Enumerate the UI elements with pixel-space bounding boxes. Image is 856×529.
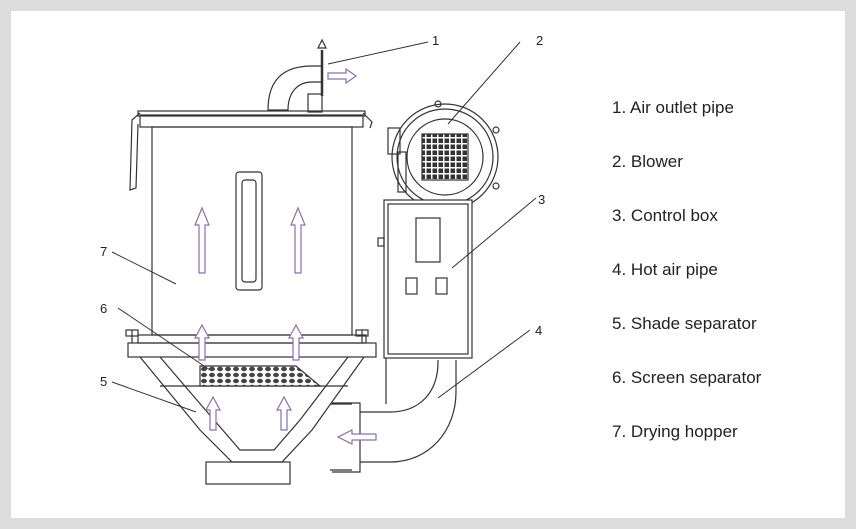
legend-item-shade-separator: 5. Shade separator bbox=[612, 306, 842, 360]
callout-1: 1 bbox=[432, 33, 439, 48]
legend: 1. Air outlet pipe 2. Blower 3. Control … bbox=[612, 90, 842, 468]
legend-number: 4. bbox=[612, 260, 627, 279]
legend-label: Screen separator bbox=[630, 368, 762, 387]
air-outlet-pipe bbox=[267, 38, 327, 113]
leader-line-5 bbox=[111, 381, 197, 413]
legend-item-air-outlet-pipe: 1. Air outlet pipe bbox=[612, 90, 842, 144]
callout-7: 7 bbox=[100, 244, 107, 259]
legend-number: 7. bbox=[612, 422, 627, 441]
callout-5: 5 bbox=[100, 374, 107, 389]
legend-label: Control box bbox=[630, 206, 718, 225]
drying-hopper bbox=[125, 110, 377, 358]
leader-line-2 bbox=[447, 41, 521, 125]
leader-line-4 bbox=[437, 329, 531, 399]
callout-3: 3 bbox=[538, 192, 545, 207]
callout-6: 6 bbox=[100, 301, 107, 316]
legend-item-drying-hopper: 7. Drying hopper bbox=[612, 414, 842, 468]
leader-line-3 bbox=[451, 197, 537, 269]
legend-number: 6. bbox=[612, 368, 627, 387]
legend-item-blower: 2. Blower bbox=[612, 144, 842, 198]
cone-flow-arrow-low-left bbox=[204, 395, 222, 431]
legend-label: Air outlet pipe bbox=[629, 98, 734, 117]
leader-line-1 bbox=[327, 41, 429, 65]
legend-label: Blower bbox=[630, 152, 683, 171]
legend-label: Hot air pipe bbox=[630, 260, 718, 279]
blower-fan-grille bbox=[421, 133, 469, 181]
leader-line-6 bbox=[117, 307, 211, 371]
cone-flow-arrow-low-right bbox=[275, 395, 293, 431]
legend-item-screen-separator: 6. Screen separator bbox=[612, 360, 842, 414]
hopper-flow-arrow-left bbox=[194, 206, 210, 274]
callout-2: 2 bbox=[536, 33, 543, 48]
legend-item-hot-air-pipe: 4. Hot air pipe bbox=[612, 252, 842, 306]
legend-number: 2. bbox=[612, 152, 627, 171]
legend-number: 1. bbox=[612, 98, 627, 117]
leader-line-7 bbox=[111, 251, 177, 285]
hot-air-pipe bbox=[330, 360, 457, 473]
control-box bbox=[377, 199, 473, 404]
hopper-flow-arrow-right bbox=[290, 206, 306, 274]
legend-item-control-box: 3. Control box bbox=[612, 198, 842, 252]
outlet-flow-arrow bbox=[327, 67, 358, 85]
screen-separator bbox=[199, 365, 322, 387]
callout-4: 4 bbox=[535, 323, 542, 338]
cone-flow-arrow-up-left bbox=[193, 323, 211, 361]
cone-flow-arrow-up-right bbox=[287, 323, 305, 361]
legend-label: Drying hopper bbox=[630, 422, 738, 441]
legend-number: 3. bbox=[612, 206, 627, 225]
hot-air-flow-arrow bbox=[336, 429, 377, 445]
legend-number: 5. bbox=[612, 314, 627, 333]
legend-label: Shade separator bbox=[630, 314, 757, 333]
